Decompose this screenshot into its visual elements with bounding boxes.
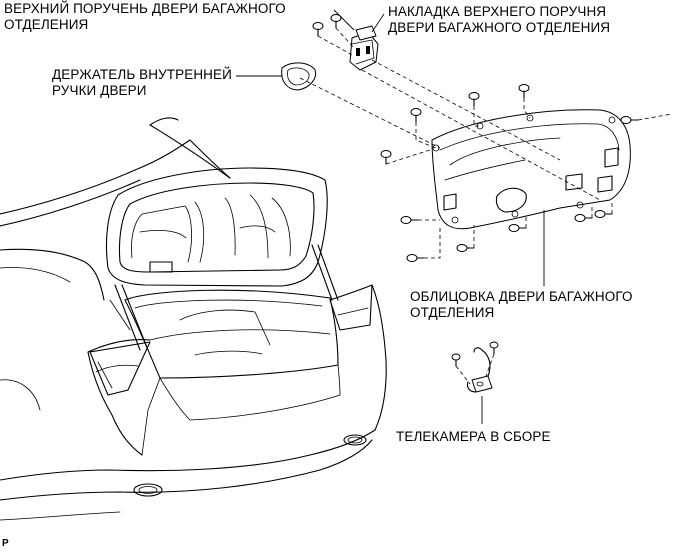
label-inner-handle-holder: ДЕРЖАТЕЛЬ ВНУТРЕННЕЙ РУЧКИ ДВЕРИ [52, 67, 232, 99]
alignment-lines [299, 27, 673, 385]
label-line: ВЕРХНИЙ ПОРУЧЕНЬ ДВЕРИ БАГАЖНОГО [4, 1, 286, 16]
label-line: ОТДЕЛЕНИЯ [4, 17, 89, 32]
label-line: РУЧКИ ДВЕРИ [52, 83, 147, 98]
label-line: ТЕЛЕКАМЕРА В СБОРЕ [396, 429, 551, 444]
label-line: ДЕРЖАТЕЛЬ ВНУТРЕННЕЙ [52, 67, 232, 82]
car-body [0, 117, 387, 521]
trunk-lid-open [105, 167, 339, 351]
label-upper-handle: ВЕРХНИЙ ПОРУЧЕНЬ ДВЕРИ БАГАЖНОГО ОТДЕЛЕН… [4, 1, 286, 33]
label-line: ДВЕРИ БАГАЖНОГО ОТДЕЛЕНИЯ [388, 20, 611, 35]
label-trim-board: ОБЛИЦОВКА ДВЕРИ БАГАЖНОГО ОТДЕЛЕНИЯ [410, 289, 633, 321]
trim-board-part [431, 109, 631, 230]
label-camera-assembly: ТЕЛЕКАМЕРА В СБОРЕ [396, 429, 551, 445]
label-handle-cover: НАКЛАДКА ВЕРХНЕГО ПОРУЧНЯ ДВЕРИ БАГАЖНОГ… [388, 4, 610, 36]
camera-part [451, 341, 499, 393]
footer-code: P [2, 538, 9, 549]
inner-handle-holder-part [281, 62, 317, 91]
trunk-opening [124, 289, 341, 456]
upper-handle-part [349, 25, 379, 71]
label-line: ОБЛИЦОВКА ДВЕРИ БАГАЖНОГО [410, 289, 633, 304]
leader-lines [236, 9, 545, 424]
handle-screws [312, 14, 342, 37]
label-line: ОТДЕЛЕНИЯ [410, 305, 495, 320]
trim-clips [380, 84, 639, 262]
label-line: НАКЛАДКА ВЕРХНЕГО ПОРУЧНЯ [388, 4, 607, 19]
